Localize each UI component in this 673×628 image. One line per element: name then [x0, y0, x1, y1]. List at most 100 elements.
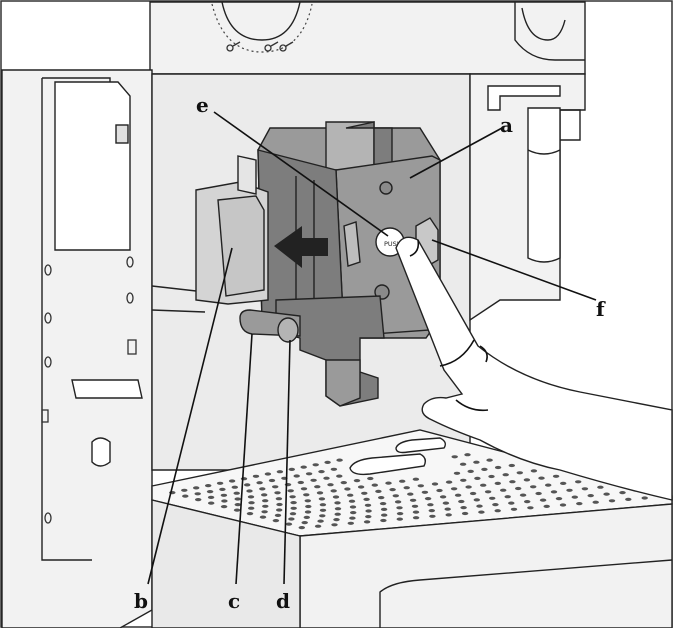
hand-fold-3: [455, 399, 489, 412]
tray-hole: [288, 467, 295, 471]
tray-hole: [365, 515, 372, 519]
tray-hole: [293, 474, 300, 478]
tray-hole: [460, 506, 467, 510]
tray-hole: [246, 511, 254, 516]
tray-hole: [334, 512, 341, 516]
tray-hole: [381, 513, 388, 517]
tray-hole: [234, 503, 241, 507]
tray-hole: [330, 467, 338, 471]
steam-wand-tube: [527, 107, 561, 263]
tray-hole: [488, 474, 495, 479]
tray-hole: [371, 483, 378, 487]
dial-indicators: [226, 41, 294, 52]
tray-hole: [576, 502, 583, 506]
tray-hole: [543, 504, 550, 508]
tray-hole: [289, 495, 296, 499]
tray-hole: [353, 479, 361, 483]
tray-hole: [194, 492, 201, 496]
tray-hole: [619, 491, 626, 495]
tray-hole: [303, 493, 310, 497]
tray-hole: [349, 516, 356, 520]
tray-hole: [262, 499, 269, 503]
tray-hole: [216, 481, 224, 485]
tray-hole: [508, 463, 515, 468]
tray-hole: [220, 493, 228, 497]
tray-hole: [473, 498, 480, 502]
tray-hole: [234, 497, 241, 501]
door-slider: [71, 379, 143, 399]
tray-hole: [403, 486, 410, 490]
tray-hole: [252, 474, 260, 478]
tray-hole: [365, 509, 372, 513]
tray-hole: [357, 485, 365, 489]
hand: [395, 236, 673, 501]
tray-hole: [379, 502, 387, 506]
tray-hole: [489, 496, 496, 500]
tray-hole: [334, 507, 342, 511]
callout-line-d: [283, 339, 291, 585]
tray-hole: [603, 492, 610, 496]
tray-hole: [524, 500, 531, 504]
tray-hole: [396, 511, 404, 516]
tray-hole: [331, 523, 338, 527]
tray-hole: [575, 480, 582, 484]
tray-hole: [450, 487, 458, 491]
tray-hole: [240, 477, 248, 481]
tray-hole: [428, 509, 435, 513]
tray-hole: [516, 471, 523, 475]
tray-hole: [421, 490, 429, 494]
tray-hole: [272, 519, 280, 523]
pull-arrow: [274, 226, 328, 268]
tray-hole: [219, 487, 226, 491]
tray-hole: [261, 493, 268, 497]
tray-hole: [349, 505, 357, 509]
tray-front-left: [151, 499, 301, 628]
tray-hole: [193, 486, 200, 490]
label-f: f: [596, 297, 606, 321]
tray-hole: [494, 509, 501, 513]
tray-hole: [310, 478, 317, 482]
tray-hole: [324, 460, 331, 464]
tray-hole: [305, 504, 312, 509]
tray-hole: [538, 476, 545, 480]
tray-hole: [480, 483, 487, 487]
tray-hole: [317, 519, 324, 523]
brew-piston-base: [325, 359, 361, 407]
tray-hole: [312, 463, 319, 467]
tray-hole: [330, 489, 337, 493]
callout-line-b: [147, 247, 233, 585]
tray-hole: [641, 496, 648, 500]
tray-hole: [429, 514, 436, 518]
tray-hole: [510, 507, 518, 511]
tray-hole: [436, 488, 443, 493]
machine-top-panel: [149, 1, 586, 75]
tray-hole: [300, 487, 308, 491]
tray-hole: [417, 484, 424, 488]
tray-hole: [445, 480, 453, 484]
door-knob: [91, 437, 111, 467]
tray-hole: [344, 487, 351, 491]
tray-hole: [608, 499, 616, 503]
tray-hole: [492, 503, 499, 507]
tray-hole: [206, 490, 214, 494]
tray-hole: [587, 494, 594, 498]
tray-hole: [539, 498, 547, 502]
tray-hole: [592, 500, 599, 504]
tray-hole: [530, 485, 537, 489]
tray-hole: [545, 483, 552, 487]
tray-hole: [231, 485, 238, 489]
tray-hole: [515, 486, 522, 491]
door-handle: [54, 81, 131, 251]
tray-hole: [555, 497, 563, 501]
steam-wand-ring: [527, 149, 561, 155]
tray-hole: [290, 506, 297, 510]
tray-hole: [464, 453, 471, 457]
tray-hole: [290, 501, 297, 505]
callout-line-f: [431, 239, 597, 301]
tray-hole: [244, 483, 251, 487]
release-button-left-side: [343, 221, 361, 267]
tray-hole: [439, 495, 447, 499]
push-text: PUSH: [384, 240, 402, 248]
tray-hole: [469, 491, 477, 496]
